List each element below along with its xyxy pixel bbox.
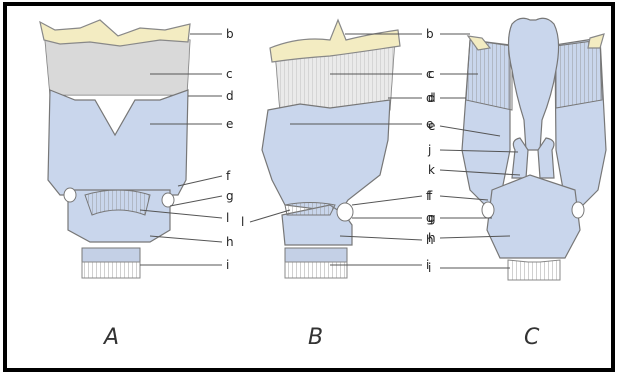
- label-c-d: d: [428, 91, 436, 105]
- panel-c: c d e j k f g h i C: [427, 18, 606, 350]
- tracheal-ring-a1: [82, 248, 140, 262]
- label-c-j: j: [427, 143, 431, 157]
- epiglottis-c: [509, 18, 559, 150]
- cricoid-lamina-c: [487, 175, 580, 258]
- label-a-c: c: [226, 67, 233, 81]
- label-a-e: e: [226, 117, 233, 131]
- label-c-k: k: [428, 163, 435, 177]
- label-a-h: h: [226, 235, 234, 249]
- label-c-c: c: [428, 67, 435, 81]
- panel-b: b c d e l f g h i B: [241, 20, 434, 350]
- thyroid-cartilage-b: [262, 100, 390, 212]
- panel-a: b c d e f g l h i A: [40, 20, 234, 350]
- tracheal-ring-b2: [285, 262, 347, 278]
- thyroid-cartilage-a: [48, 90, 188, 195]
- label-a-l: l: [226, 211, 229, 225]
- label-a-b: b: [226, 27, 234, 41]
- caption-c: C: [524, 325, 540, 350]
- label-b-l: l: [241, 215, 244, 229]
- label-a-g: g: [226, 189, 234, 203]
- label-a-i: i: [226, 258, 229, 272]
- caption-b: B: [308, 325, 323, 350]
- label-c-i: i: [428, 261, 431, 275]
- label-b-b: b: [426, 27, 434, 41]
- caption-a: A: [102, 325, 119, 350]
- label-c-g: g: [428, 211, 436, 225]
- label-a-d: d: [226, 89, 234, 103]
- tracheal-ring-b1: [285, 248, 347, 262]
- tracheal-ring-a2: [82, 262, 140, 278]
- label-c-e: e: [428, 119, 435, 133]
- label-c-h: h: [428, 231, 436, 245]
- label-a-f: f: [226, 169, 231, 183]
- label-c-f: f: [428, 189, 433, 203]
- trachea-c: [508, 260, 560, 280]
